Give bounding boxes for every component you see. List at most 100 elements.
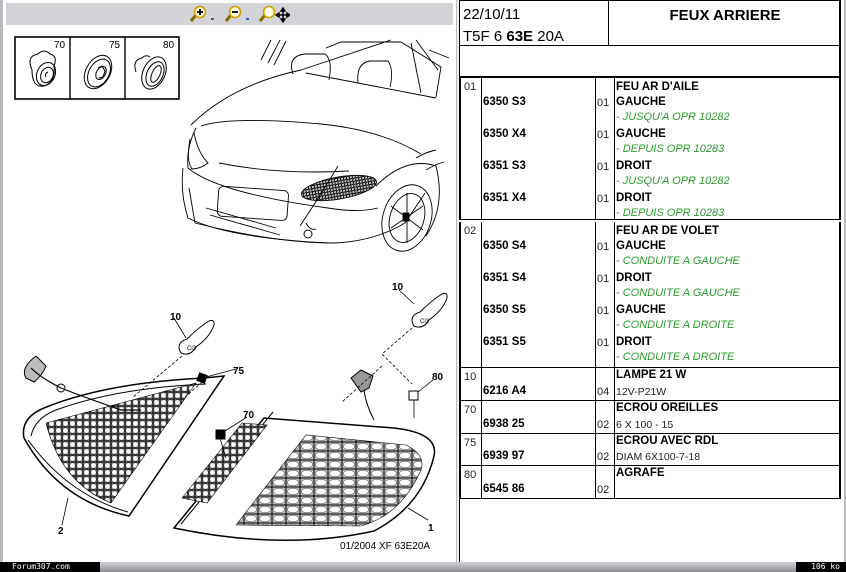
part-group-80: 80 AGRAFE 6545 86 02	[459, 466, 841, 499]
part-title: AGRAFE	[616, 467, 665, 479]
part-note: - DEPUIS OPR 10283	[616, 207, 725, 219]
clip-80-marker	[408, 390, 419, 401]
part-number[interactable]: 6350 S5	[483, 304, 526, 316]
car-rear-illustration	[181, 39, 450, 252]
parts-header: 22/10/11 T5F 6 63E 20A FEUX ARRIERE	[459, 0, 841, 46]
part-group-75: 75 ECROU AVEC RDL 6939 97 02 DIAM 6X100-…	[459, 434, 841, 466]
quantity: 02	[597, 419, 610, 431]
pane-right-border	[844, 0, 846, 562]
part-side: DROIT	[616, 192, 652, 204]
exploded-view-drawing: 70 75 80	[6, 28, 456, 558]
quantity: 01	[597, 305, 610, 317]
magnifier-plus-icon	[189, 5, 207, 22]
part-side: GAUCHE	[616, 96, 666, 108]
magnifier-minus-icon	[224, 5, 242, 22]
magnifier-move-icon	[258, 5, 290, 23]
flange-nut-icon	[83, 54, 113, 90]
part-side: DROIT	[616, 336, 652, 348]
quantity: 01	[597, 273, 610, 285]
svg-text:Cl3: Cl3	[420, 319, 430, 325]
part-title: ECROU AVEC RDL	[616, 435, 719, 447]
quantity: 02	[597, 451, 610, 463]
ref-number: 80	[464, 469, 477, 481]
rear-lamp-1	[172, 369, 436, 542]
part-note: - CONDUITE A DROITE	[616, 319, 735, 331]
part-title: ECROU OREILLES	[616, 402, 719, 414]
callout-70: 70	[243, 410, 255, 421]
part-note: - CONDUITE A GAUCHE	[616, 255, 740, 267]
clip-icon	[134, 55, 167, 90]
part-note: - JUSQU'A OPR 10282	[616, 111, 730, 123]
parts-subheader	[459, 46, 841, 78]
part-title: FEU AR D'AILE	[616, 81, 699, 93]
part-spec: 6 X 100 - 15	[616, 419, 674, 431]
part-note: - DEPUIS OPR 10283	[616, 143, 725, 155]
svg-text:Cl3: Cl3	[187, 346, 197, 352]
part-note: - CONDUITE A GAUCHE	[616, 287, 740, 299]
catalog-date: 22/10/11	[463, 6, 521, 23]
page-title: FEUX ARRIERE	[669, 7, 781, 24]
part-spec: 12V-P21W	[616, 386, 667, 398]
part-number[interactable]: 6351 S5	[483, 336, 526, 348]
quantity: 01	[597, 241, 610, 253]
part-title: LAMPE 21 W	[616, 369, 687, 381]
part-number[interactable]: 6939 97	[483, 450, 525, 462]
quantity: 01	[597, 193, 610, 205]
site-label: Forum307.com	[0, 562, 100, 572]
part-group-10: 10 LAMPE 21 W 6216 A4 04 12V-P21W	[459, 368, 841, 401]
inset-label-80: 80	[163, 40, 175, 51]
pane-splitter[interactable]	[456, 0, 460, 562]
part-number[interactable]: 6216 A4	[483, 385, 527, 397]
inset-label-75: 75	[109, 40, 121, 51]
part-side: GAUCHE	[616, 240, 666, 252]
part-number[interactable]: 6351 S3	[483, 160, 526, 172]
quantity: 01	[597, 97, 610, 109]
part-side: DROIT	[616, 272, 652, 284]
quantity: 04	[597, 386, 610, 398]
callout-75: 75	[233, 366, 245, 377]
part-number[interactable]: 6351 S4	[483, 272, 526, 284]
pan-zoom-button[interactable]	[258, 5, 290, 23]
nut-70-marker	[215, 429, 226, 440]
zoom-in-button[interactable]	[189, 5, 209, 23]
ref-number: 70	[464, 404, 477, 416]
part-number[interactable]: 6351 X4	[483, 192, 526, 204]
drawing-reference: 01/2004 XF 63E20A	[340, 541, 431, 552]
inset-label-70: 70	[54, 40, 66, 51]
bulb-icon: Cl3	[411, 293, 448, 328]
ref-number: 75	[464, 437, 477, 449]
part-spec: DIAM 6X100-7-18	[616, 451, 701, 463]
rear-lamp-2	[22, 355, 226, 517]
callout-10-right: 10	[392, 282, 404, 293]
part-side: DROIT	[616, 160, 652, 172]
ref-number: 02	[464, 225, 477, 237]
nut-75-marker	[196, 372, 208, 384]
status-bar	[100, 562, 796, 572]
zoom-out-button[interactable]	[224, 5, 244, 23]
part-side: GAUCHE	[616, 304, 666, 316]
parts-list-pane: 22/10/11 T5F 6 63E 20A FEUX ARRIERE 01 F…	[459, 0, 846, 562]
part-number[interactable]: 6350 S3	[483, 96, 526, 108]
catalog-code: T5F 6 63E 20A	[463, 28, 564, 45]
part-number[interactable]: 6545 86	[483, 483, 525, 495]
callout-80: 80	[432, 372, 444, 383]
part-number[interactable]: 6350 X4	[483, 128, 526, 140]
part-group-01: 01 FEU AR D'AILE 6350 S3 01 GAUCHE - JUS…	[459, 78, 841, 220]
quantity: 01	[597, 337, 610, 349]
part-note: - JUSQU'A OPR 10282	[616, 175, 730, 187]
pane-left-border	[459, 499, 460, 562]
part-number[interactable]: 6938 25	[483, 418, 525, 430]
part-number[interactable]: 6350 S4	[483, 240, 526, 252]
inset-fasteners: 70 75 80	[14, 36, 180, 100]
toolbar-separator	[246, 18, 249, 20]
callout-2: 2	[58, 526, 64, 537]
page-size-label: 106 ko	[796, 562, 846, 572]
ref-number: 01	[464, 81, 477, 93]
part-side: GAUCHE	[616, 128, 666, 140]
quantity: 01	[597, 161, 610, 173]
part-group-02: 02 FEU AR DE VOLET 6350 S4 01 GAUCHE - C…	[459, 222, 841, 368]
wing-nut-icon	[29, 50, 57, 87]
part-group-70: 70 ECROU OREILLES 6938 25 02 6 X 100 - 1…	[459, 401, 841, 434]
quantity: 01	[597, 129, 610, 141]
quantity: 02	[597, 484, 610, 496]
